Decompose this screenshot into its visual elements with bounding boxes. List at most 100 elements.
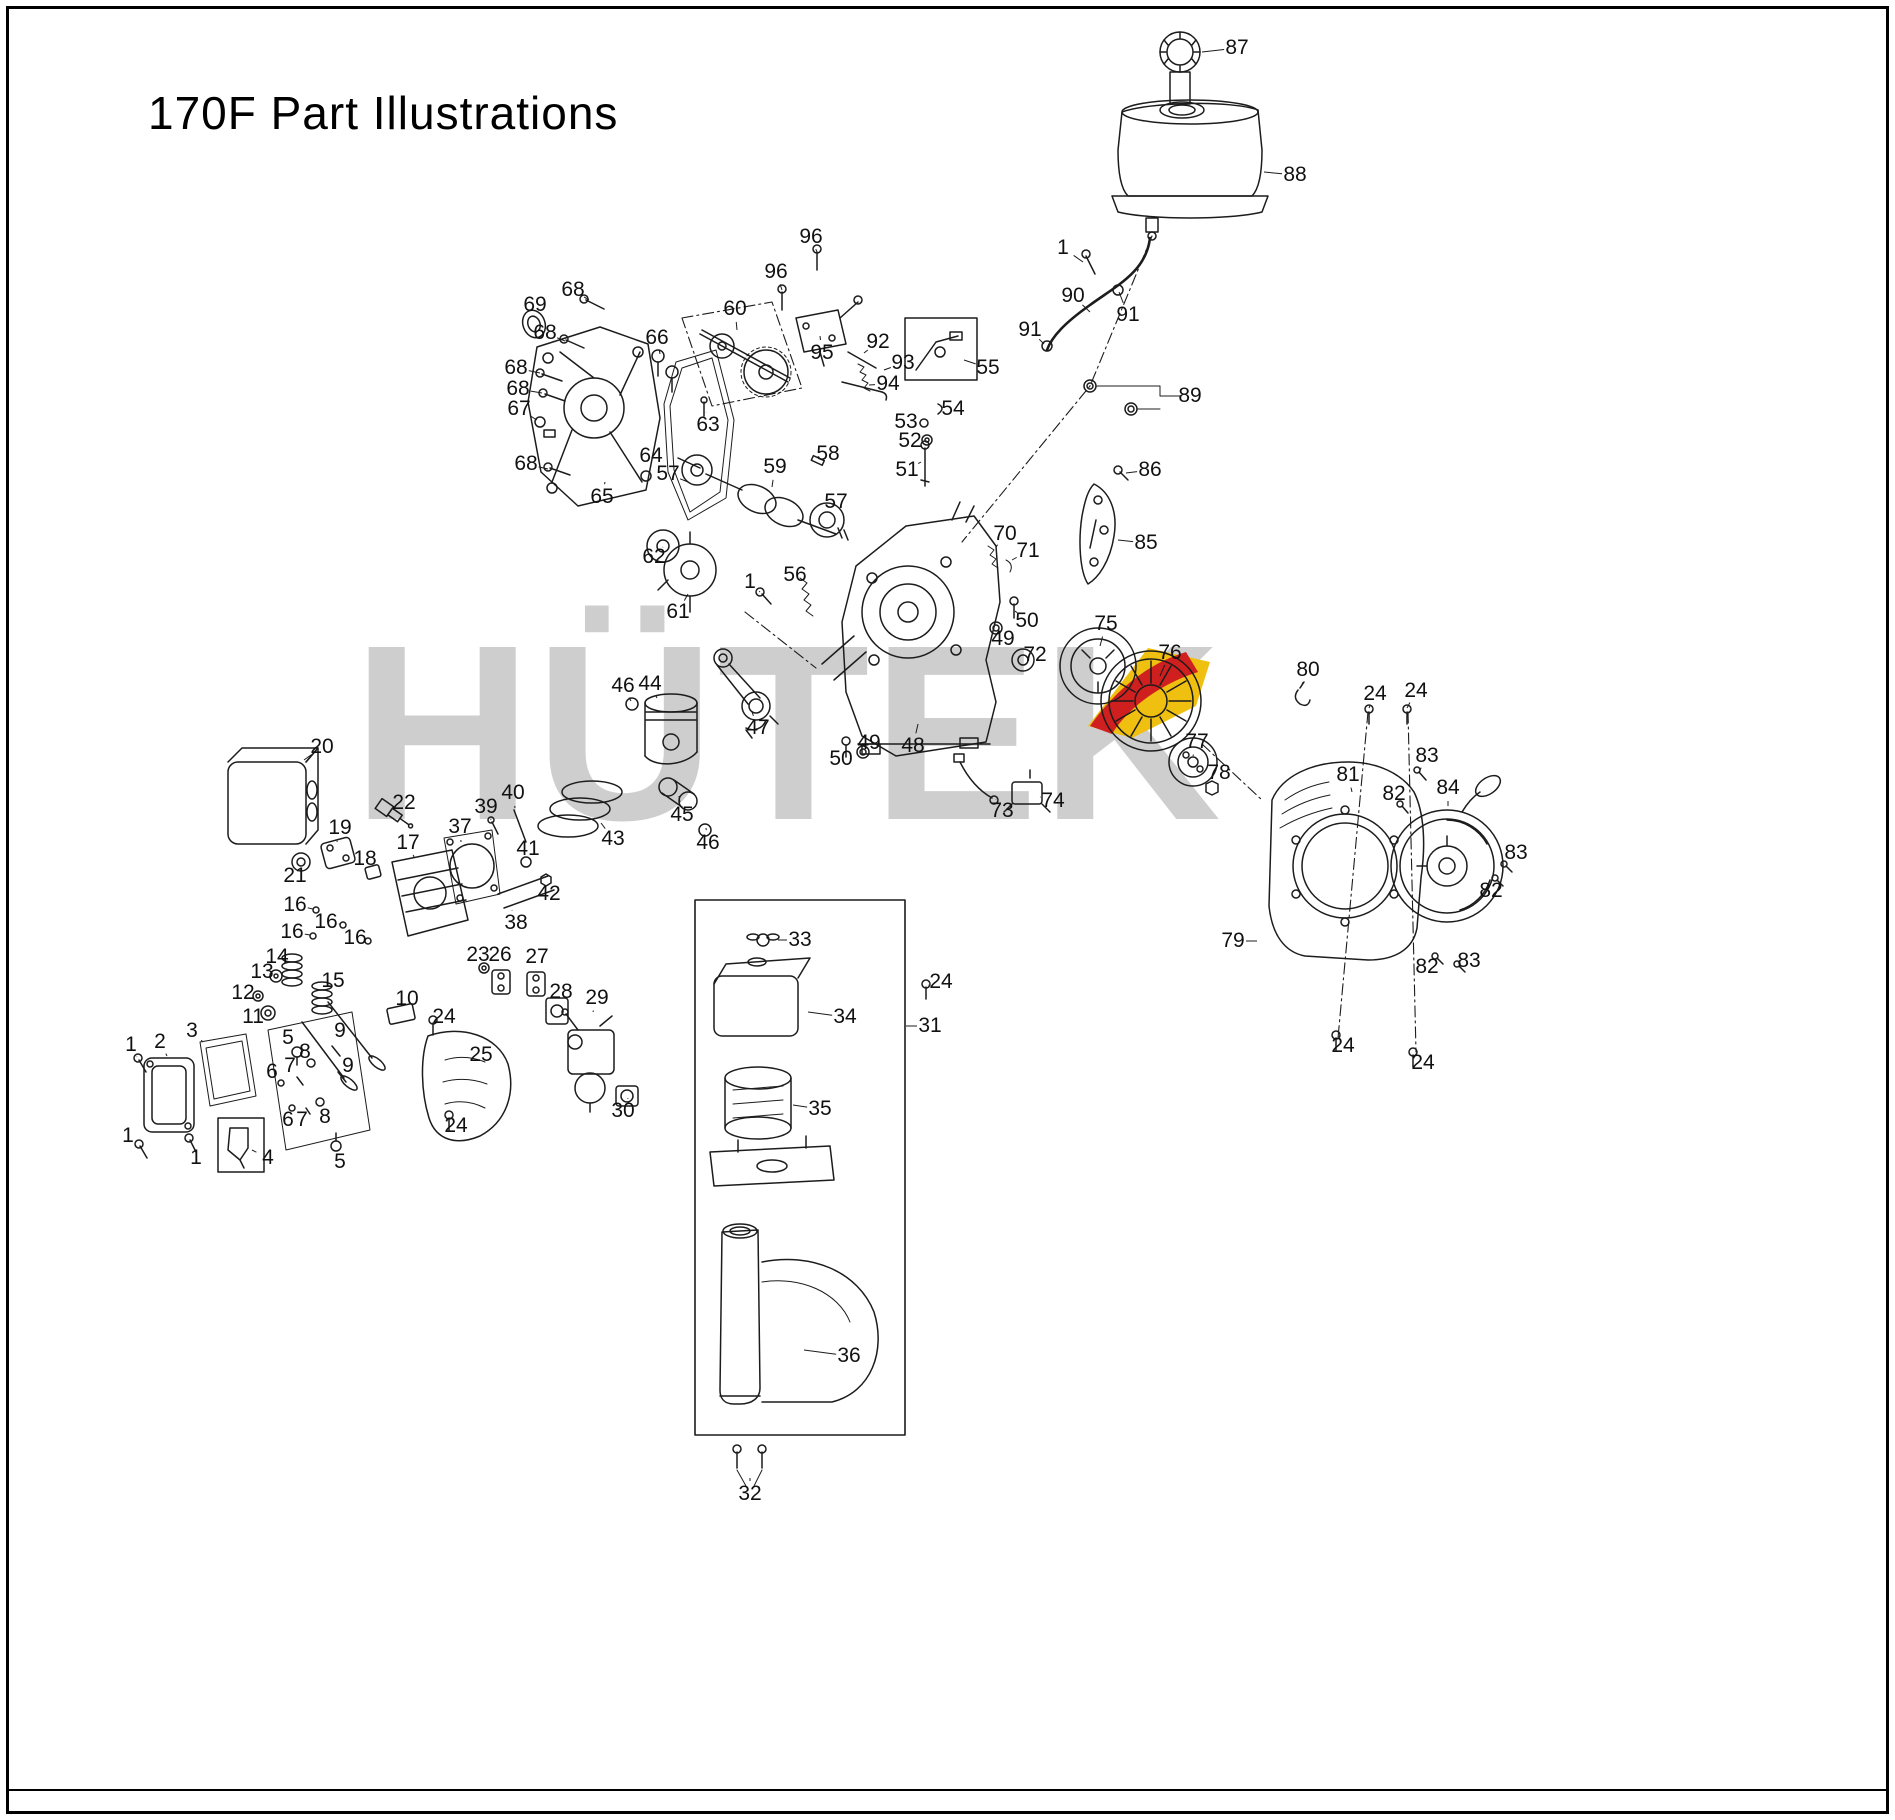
callout-65: 65 xyxy=(590,485,614,508)
leader-line-96 xyxy=(779,284,783,291)
callout-46: 46 xyxy=(696,831,720,854)
leader-line-34 xyxy=(807,1011,833,1016)
leader-line-48 xyxy=(915,723,919,734)
callout-3: 3 xyxy=(186,1019,198,1042)
callout-16: 16 xyxy=(283,893,307,916)
leader-line-93 xyxy=(883,367,891,371)
callout-24: 24 xyxy=(1331,1034,1355,1057)
callout-48: 48 xyxy=(901,734,925,757)
callout-10: 10 xyxy=(395,987,419,1010)
callout-59: 59 xyxy=(763,455,787,478)
callout-24: 24 xyxy=(1404,679,1428,702)
callout-1: 1 xyxy=(190,1146,202,1169)
callout-92: 92 xyxy=(866,330,890,353)
heat-shield-drawing xyxy=(421,1030,512,1142)
callout-89: 89 xyxy=(1178,384,1202,407)
callout-26: 26 xyxy=(488,943,512,966)
callout-68: 68 xyxy=(504,356,528,379)
leader-line-3 xyxy=(200,1039,204,1043)
leader-line-88 xyxy=(1263,171,1283,175)
callout-90: 90 xyxy=(1061,284,1085,307)
leader-line-2 xyxy=(165,1053,168,1057)
callout-4: 4 xyxy=(262,1146,274,1169)
leader-line-91 xyxy=(1038,338,1045,345)
muffler-drawing xyxy=(227,747,356,872)
crankcase-cover-drawing xyxy=(527,326,661,507)
callout-68: 68 xyxy=(514,452,538,475)
callout-94: 94 xyxy=(876,372,900,395)
valve-caps-cluster-drawing xyxy=(267,1011,371,1152)
callout-5: 5 xyxy=(282,1026,294,1049)
recoil-starter-drawing xyxy=(1390,774,1504,923)
callout-43: 43 xyxy=(601,827,625,850)
leader-line-1 xyxy=(758,590,761,593)
callout-16: 16 xyxy=(343,926,367,949)
callout-91: 91 xyxy=(1018,318,1042,341)
callout-75: 75 xyxy=(1094,612,1118,635)
callout-30: 30 xyxy=(611,1099,635,1122)
callout-85: 85 xyxy=(1134,531,1158,554)
callout-74: 74 xyxy=(1041,789,1065,812)
leader-line-66 xyxy=(658,350,661,355)
leader-line-60 xyxy=(735,321,738,331)
cylinder-head-drawing xyxy=(364,809,555,937)
callout-16: 16 xyxy=(280,920,304,943)
callout-1: 1 xyxy=(1057,236,1069,259)
carburetor-drawing xyxy=(561,1008,639,1113)
callout-7: 7 xyxy=(284,1054,296,1077)
oil-seal-drawing xyxy=(521,309,547,339)
cover-bolts-drawing xyxy=(534,294,605,476)
callout-49: 49 xyxy=(857,731,881,754)
callout-28: 28 xyxy=(549,980,573,1003)
callout-35: 35 xyxy=(808,1097,832,1120)
leader-line-57 xyxy=(679,478,689,483)
callout-67: 67 xyxy=(507,397,531,420)
callout-96: 96 xyxy=(799,225,823,248)
leader-line-87 xyxy=(1201,48,1225,53)
callout-1: 1 xyxy=(744,570,756,593)
callout-88: 88 xyxy=(1283,163,1307,186)
leader-line-70 xyxy=(995,544,999,548)
callout-73: 73 xyxy=(990,799,1014,822)
callout-17: 17 xyxy=(396,831,420,854)
callout-14: 14 xyxy=(265,945,289,968)
callout-36: 36 xyxy=(837,1344,861,1367)
leader-line-16 xyxy=(304,933,311,936)
callout-40: 40 xyxy=(501,781,525,804)
leader-line-44 xyxy=(655,695,658,699)
leader-line-35 xyxy=(792,1104,808,1108)
callout-49: 49 xyxy=(991,627,1015,650)
callout-11: 11 xyxy=(242,1005,264,1028)
callout-68: 68 xyxy=(506,377,530,400)
leader-line-75 xyxy=(1099,636,1104,647)
ignition-coil-drawing xyxy=(953,753,1051,813)
leader-line-86 xyxy=(1125,471,1138,474)
callout-7: 7 xyxy=(296,1108,308,1131)
leader-line-61 xyxy=(683,593,689,601)
callout-56: 56 xyxy=(783,563,807,586)
callout-1: 1 xyxy=(122,1124,134,1147)
leader-line-68 xyxy=(583,296,590,301)
callout-41: 41 xyxy=(516,837,540,860)
leader-line-68 xyxy=(556,337,566,342)
callout-19: 19 xyxy=(328,816,352,839)
flywheel-drawing xyxy=(1059,627,1219,796)
callout-68: 68 xyxy=(533,321,557,344)
callout-13: 13 xyxy=(250,960,274,983)
callout-91: 91 xyxy=(1116,303,1140,326)
callout-83: 83 xyxy=(1457,949,1481,972)
callout-86: 86 xyxy=(1138,458,1162,481)
valve-train-drawing xyxy=(252,906,490,1091)
callout-21: 21 xyxy=(283,864,307,887)
intake-plates-drawing xyxy=(491,969,569,1025)
callout-9: 9 xyxy=(334,1019,346,1042)
callout-64: 64 xyxy=(639,444,663,467)
callout-81: 81 xyxy=(1336,763,1360,786)
callout-52: 52 xyxy=(898,429,922,452)
callout-24: 24 xyxy=(1363,682,1387,705)
leader-line-20 xyxy=(303,754,312,761)
